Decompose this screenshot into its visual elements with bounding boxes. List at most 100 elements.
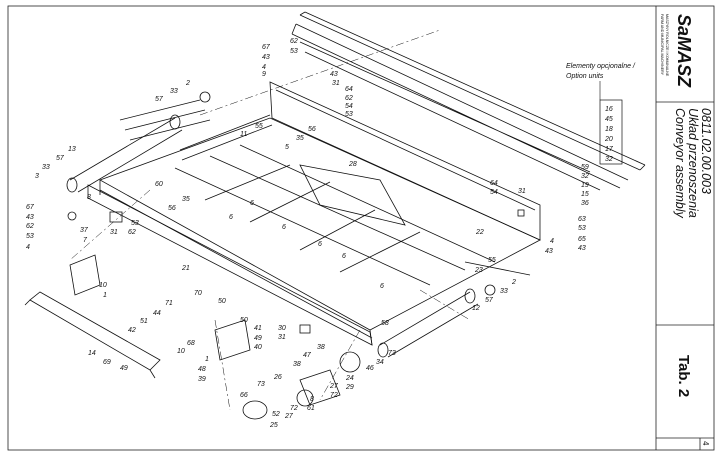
- callout-4b: 4: [550, 238, 554, 245]
- callout-59: 59: [581, 164, 589, 171]
- callout-1b: 1: [205, 356, 209, 363]
- option-item-16: 16: [605, 106, 613, 113]
- callout-6b: 6: [229, 214, 233, 221]
- callout-43e: 43: [26, 214, 34, 221]
- callout-3: 3: [35, 173, 39, 180]
- callout-8a: 8: [87, 194, 91, 201]
- callout-37: 37: [80, 227, 89, 234]
- callout-46: 46: [366, 365, 374, 372]
- callout-63: 63: [578, 216, 586, 223]
- callout-53b: 53: [345, 111, 353, 118]
- callout-13: 13: [68, 146, 76, 153]
- callout-54b: 54: [490, 189, 498, 196]
- drawing-title-en: Conveyor assembly: [673, 108, 687, 219]
- callout-24: 24: [345, 375, 354, 382]
- callout-61: 61: [307, 405, 315, 412]
- callout-4c: 4: [26, 244, 30, 251]
- drawing-code: 0811.02.00.003: [699, 108, 713, 194]
- callout-31a: 31: [332, 80, 340, 87]
- callout-47: 47: [303, 352, 312, 359]
- callout-72a: 72: [330, 392, 338, 399]
- callout-6d: 6: [318, 241, 322, 248]
- callout-34: 34: [376, 359, 384, 366]
- callout-28: 28: [348, 161, 357, 168]
- callout-9a: 9: [262, 71, 266, 78]
- callout-43d: 43: [545, 248, 553, 255]
- logo-text: SaMASZ: [674, 14, 694, 88]
- callout-53e: 53: [131, 220, 139, 227]
- callout-44: 44: [153, 310, 161, 317]
- callout-27b: 27: [284, 413, 294, 420]
- option-units-title-1: Elementy opcjonalne /: [566, 63, 636, 70]
- callout-7: 7: [83, 237, 88, 244]
- callout-43a: 43: [262, 54, 270, 61]
- option-units-title-2: Option units: [566, 73, 604, 80]
- callout-4a: 4: [262, 64, 266, 71]
- callout-31d: 31: [278, 334, 286, 341]
- callout-64b: 64: [490, 180, 498, 187]
- callout-57b: 57: [56, 155, 65, 162]
- callout-57c: 57: [485, 297, 494, 304]
- callout-6e: 6: [342, 253, 346, 260]
- callout-62c: 62: [26, 223, 34, 230]
- callout-70: 70: [194, 290, 202, 297]
- callout-43c: 43: [578, 245, 586, 252]
- callout-71: 71: [165, 300, 173, 307]
- callout-62b: 62: [345, 95, 353, 102]
- callout-21: 21: [181, 265, 190, 272]
- callout-68: 68: [187, 340, 195, 347]
- callout-40: 40: [254, 344, 262, 351]
- callout-32b: 32: [581, 173, 589, 180]
- callout-11: 11: [240, 131, 247, 138]
- callout-23: 23: [474, 267, 483, 274]
- callout-67b: 67: [26, 204, 35, 211]
- callout-19: 19: [581, 182, 589, 189]
- callout-53c: 53: [578, 225, 586, 232]
- callout-49b: 49: [120, 365, 128, 372]
- callout-35a: 35: [296, 135, 304, 142]
- callout-41: 41: [254, 325, 262, 332]
- callout-26: 26: [273, 374, 282, 381]
- callout-5: 5: [285, 144, 289, 151]
- callout-55b: 55: [488, 257, 496, 264]
- logo-tagline-2: FARM AND MUNICIPAL MACHINERY: [660, 14, 664, 76]
- callout-6f: 6: [380, 283, 384, 290]
- callout-38b: 38: [293, 361, 301, 368]
- callout-6a: 6: [250, 200, 254, 207]
- callout-62a: 62: [290, 38, 298, 45]
- callout-55a: 55: [255, 123, 263, 130]
- callout-62d: 62: [128, 229, 136, 236]
- center-lines: [69, 29, 471, 411]
- callout-10b: 10: [177, 348, 185, 355]
- option-item-32: 32: [605, 156, 613, 163]
- callout-67a: 67: [262, 44, 271, 51]
- callout-42: 42: [128, 327, 136, 334]
- callout-50a: 50: [218, 298, 226, 305]
- callout-53d: 53: [26, 233, 34, 240]
- logo-tagline-1: MASZYNY ROLNICZE I KOMUNALNE: [665, 14, 669, 77]
- option-item-45: 45: [605, 116, 613, 123]
- drawing-title-pl: Układ przenoszenia: [686, 108, 700, 218]
- callout-52: 52: [272, 411, 280, 418]
- callout-72b: 72: [290, 405, 298, 412]
- callout-56a: 56: [308, 126, 316, 133]
- samasz-logo: SaMASZ MASZYNY ROLNICZE I KOMUNALNE FARM…: [660, 14, 694, 88]
- callout-27a: 27: [329, 383, 339, 390]
- callout-58: 58: [381, 320, 389, 327]
- callout-33a: 33: [170, 88, 178, 95]
- callout-31b: 31: [518, 188, 526, 195]
- callout-51: 51: [140, 318, 148, 325]
- tab-label: Tab. 2: [675, 355, 692, 397]
- option-item-17: 17: [605, 146, 614, 153]
- callout-50b: 50: [240, 317, 248, 324]
- callout-22: 22: [475, 229, 484, 236]
- callout-15: 15: [581, 191, 589, 198]
- callout-2b: 2: [511, 279, 516, 286]
- callout-73b: 73: [257, 381, 265, 388]
- part-callouts: 67 62 53 43 4 9 43 31 64 62 54 53 2 33 5…: [26, 38, 589, 429]
- callout-10a: 10: [99, 282, 107, 289]
- callout-66: 66: [240, 392, 248, 399]
- callout-8b: 8: [310, 396, 314, 403]
- option-units-box: Elementy opcjonalne / Option units 16 45…: [566, 63, 636, 165]
